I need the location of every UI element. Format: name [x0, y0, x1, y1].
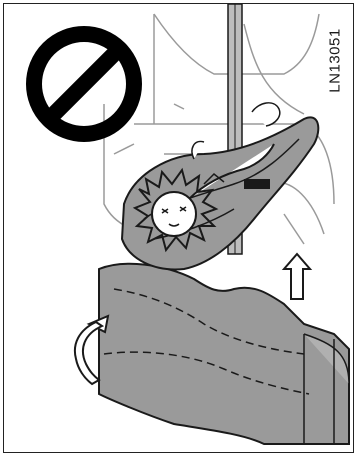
- child-seat: [122, 117, 318, 269]
- illustration: [4, 4, 354, 453]
- prohibition-icon: [34, 34, 134, 134]
- arrow-up-icon: [284, 254, 310, 299]
- illustration-frame: LN13051: [3, 3, 354, 453]
- vehicle-seat: [99, 264, 349, 444]
- figure-code: LN13051: [326, 28, 343, 92]
